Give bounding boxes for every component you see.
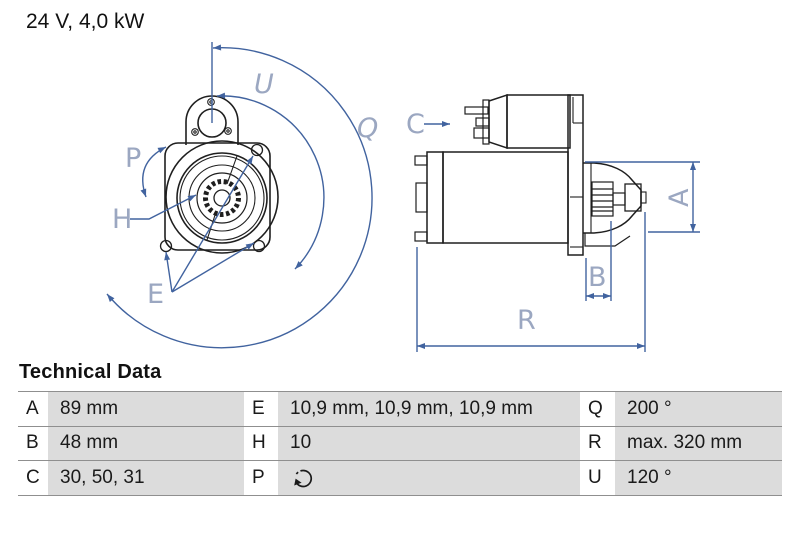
dimension-leader-h (130, 194, 197, 220)
table-value-p (278, 460, 580, 495)
page-title: 24 V, 4,0 kW (26, 10, 145, 33)
table-key-h: H (244, 425, 278, 460)
dimension-labels: P H E U Q C A B R (112, 69, 695, 336)
table-key-a: A (18, 391, 48, 426)
technical-data-section: Technical Data A 89 mm E 10,9 mm, 10,9 m… (18, 361, 782, 496)
dimension-leader-e1 (164, 251, 173, 293)
dimension-leader-e2 (171, 155, 254, 293)
rotation-direction-icon (294, 469, 313, 488)
table-key-e: E (244, 391, 278, 426)
label-b: B (588, 262, 607, 293)
front-view (159, 95, 279, 254)
table-value-b: 48 mm (48, 425, 244, 460)
end-cap (426, 151, 444, 244)
end-cap-tabs (414, 155, 428, 242)
pinion-gear (591, 181, 614, 217)
flange-bolt-holes (159, 143, 266, 253)
side-view (414, 93, 647, 256)
technical-drawing: P H E U Q C A B R (106, 42, 700, 352)
flange-plate-details (570, 97, 583, 248)
label-h: H (112, 204, 132, 235)
label-r: R (517, 305, 536, 336)
technical-data-table: A 89 mm E 10,9 mm, 10,9 mm, 10,9 mm Q 20… (18, 391, 782, 496)
table-value-c: 30, 50, 31 (48, 460, 244, 495)
table-value-a: 89 mm (48, 391, 244, 426)
label-a: A (664, 188, 695, 207)
dimension-leader-e3 (171, 242, 255, 293)
shaft-tip (640, 191, 647, 204)
table-key-b: B (18, 425, 48, 460)
table-value-e: 10,9 mm, 10,9 mm, 10,9 mm (278, 391, 580, 426)
table-key-q: Q (580, 391, 615, 426)
side-view-dimensions (416, 121, 700, 352)
label-c: C (406, 109, 425, 140)
table-key-c: C (18, 460, 48, 495)
solenoid-cap (488, 93, 508, 150)
front-view-dimensions (106, 42, 373, 349)
table-key-u: U (580, 460, 615, 495)
bell-housing-bracket (584, 233, 631, 247)
dimension-arc-u (216, 92, 325, 270)
pinion-spline (203, 179, 241, 217)
table-value-u: 120 ° (615, 460, 782, 495)
table-key-r: R (580, 425, 615, 460)
dimension-arc-p (140, 146, 167, 198)
solenoid-body (506, 94, 571, 149)
table-value-r: max. 320 mm (615, 425, 782, 460)
solenoid-terminals (464, 99, 490, 145)
technical-data-heading: Technical Data (19, 361, 162, 383)
table-value-q: 200 ° (615, 391, 782, 426)
label-p: P (125, 143, 141, 174)
table-key-p: P (244, 460, 278, 495)
table-value-h: 10 (278, 425, 580, 460)
label-e: E (147, 279, 164, 310)
housing-circle (165, 140, 279, 254)
dimension-arc-q (106, 44, 373, 349)
starter-motor-diagram: P H E U Q C A B R (106, 42, 700, 352)
label-u: U (254, 69, 274, 100)
pinion-shaft (612, 192, 626, 206)
label-q: Q (357, 113, 378, 144)
motor-housing (442, 151, 569, 244)
